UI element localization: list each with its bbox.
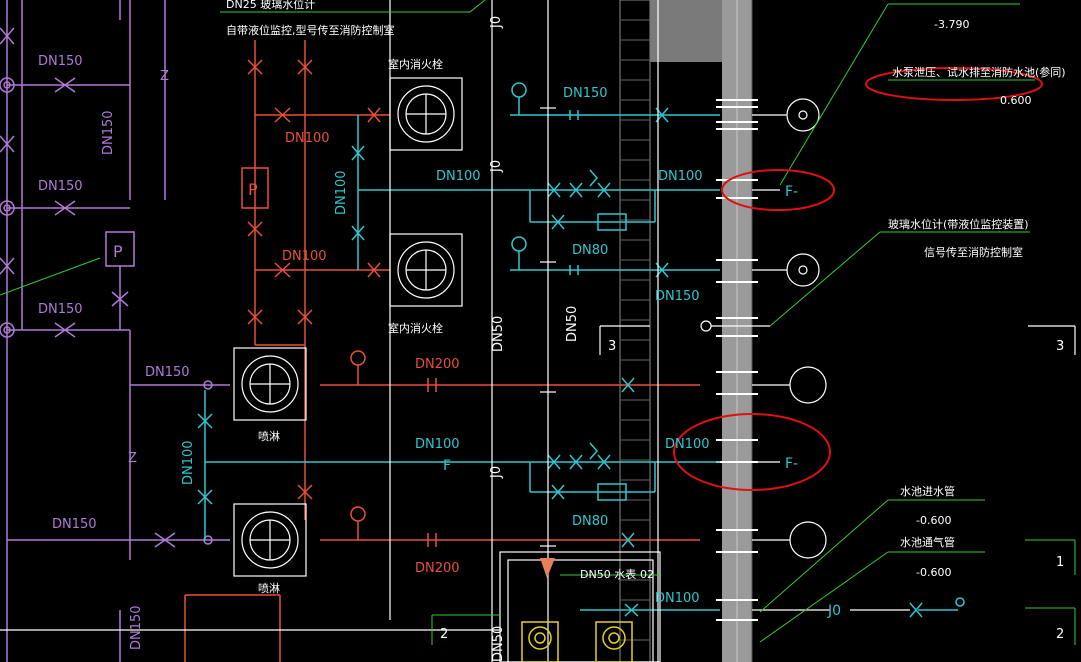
pipe-label: DN100 — [665, 437, 710, 452]
highlight-ellipse-note — [865, 67, 1043, 101]
elevation-text: 0.600 — [1000, 94, 1032, 107]
pipe-label: DN150 — [145, 365, 190, 380]
pipe-label: DN50 — [565, 306, 580, 342]
note-text: 玻璃水位计(带液位监控装置) — [888, 217, 1029, 231]
pipe-label: P — [113, 242, 123, 261]
pipe-label: DN150 — [563, 86, 608, 101]
pump-label: 喷淋 — [258, 430, 280, 443]
pipe-label: F- — [785, 184, 798, 200]
tag-label: 1 — [1056, 555, 1064, 570]
pipe-label: DN50 — [491, 316, 506, 352]
pipe-label: J0 — [489, 466, 504, 479]
note-text: 02 — [640, 568, 654, 581]
pipe-label: DN150 — [38, 179, 83, 194]
pipe-label: DN150 — [101, 110, 116, 155]
pipe-label: Z — [128, 451, 137, 466]
note-text: 信号传至消防控制室 — [924, 245, 1023, 259]
pipe-label: J0 — [489, 160, 504, 173]
pipe-label: DN100 — [285, 131, 330, 146]
green-leaders — [0, 0, 1076, 645]
pipe-label: DN200 — [415, 357, 460, 372]
tag-label: 2 — [1056, 627, 1064, 642]
pipe-label: DN80 — [572, 514, 608, 529]
water-meter-pumps — [521, 621, 633, 662]
purple-pipes — [0, 0, 230, 662]
pipe-label: DN150 — [38, 54, 83, 69]
pipe-label: DN200 — [415, 561, 460, 576]
meter-valve — [540, 558, 555, 578]
pump-label: 喷淋 — [258, 582, 280, 595]
note-text: 水池进水管 — [900, 484, 955, 498]
cyan-pipes — [197, 82, 965, 618]
pipe-label: DN150 — [38, 302, 83, 317]
tag-label: 3 — [1056, 339, 1064, 354]
pipe-label: Z — [160, 69, 169, 84]
pipe-label: P — [248, 180, 258, 199]
note-text: 水池通气管 — [900, 535, 955, 549]
pipe-label: J0 — [489, 16, 504, 29]
pipe-label: F- — [785, 456, 798, 472]
pipe-label: DN150 — [655, 289, 700, 304]
note-text: 自带液位监控,型号传至消防控制室 — [226, 23, 395, 37]
pump-label: 室内消火栓 — [388, 57, 443, 71]
elevation-text: -0.600 — [916, 566, 951, 579]
red-pipes — [184, 40, 700, 662]
pump-label: 室内消火栓 — [388, 321, 443, 335]
pipe-label: DN100 — [181, 440, 196, 485]
note-text: DN50 水表 — [580, 567, 636, 581]
highlight-ellipse-f1 — [721, 169, 835, 211]
pipe-label: DN50 — [491, 626, 506, 662]
pipe-label: F — [443, 458, 451, 474]
highlight-annotations — [673, 67, 1043, 491]
elevation-text: -3.790 — [934, 18, 969, 31]
pipe-label: DN100 — [655, 591, 700, 606]
note-text: 水泵泄压、试水排至消防水池(参同) — [892, 65, 1066, 79]
pipe-label: DN80 — [572, 243, 608, 258]
pipe-label: J0 — [827, 603, 841, 619]
tag-label: 3 — [608, 339, 616, 354]
pipe-label: DN100 — [282, 249, 327, 264]
tag-label: 2 — [440, 627, 448, 642]
pipe-label: DN150 — [129, 605, 144, 650]
wall-column — [619, 0, 758, 662]
pipe-label: DN150 — [52, 517, 97, 532]
pipe-label: DN100 — [415, 437, 460, 452]
pipe-label: DN100 — [334, 170, 349, 215]
note-text: DN25 玻璃水位计 — [226, 0, 315, 11]
highlight-ellipse-f2 — [673, 413, 831, 491]
pipe-label: DN100 — [436, 169, 481, 184]
pipe-label: DN100 — [658, 169, 703, 184]
elevation-text: -0.600 — [916, 514, 951, 527]
